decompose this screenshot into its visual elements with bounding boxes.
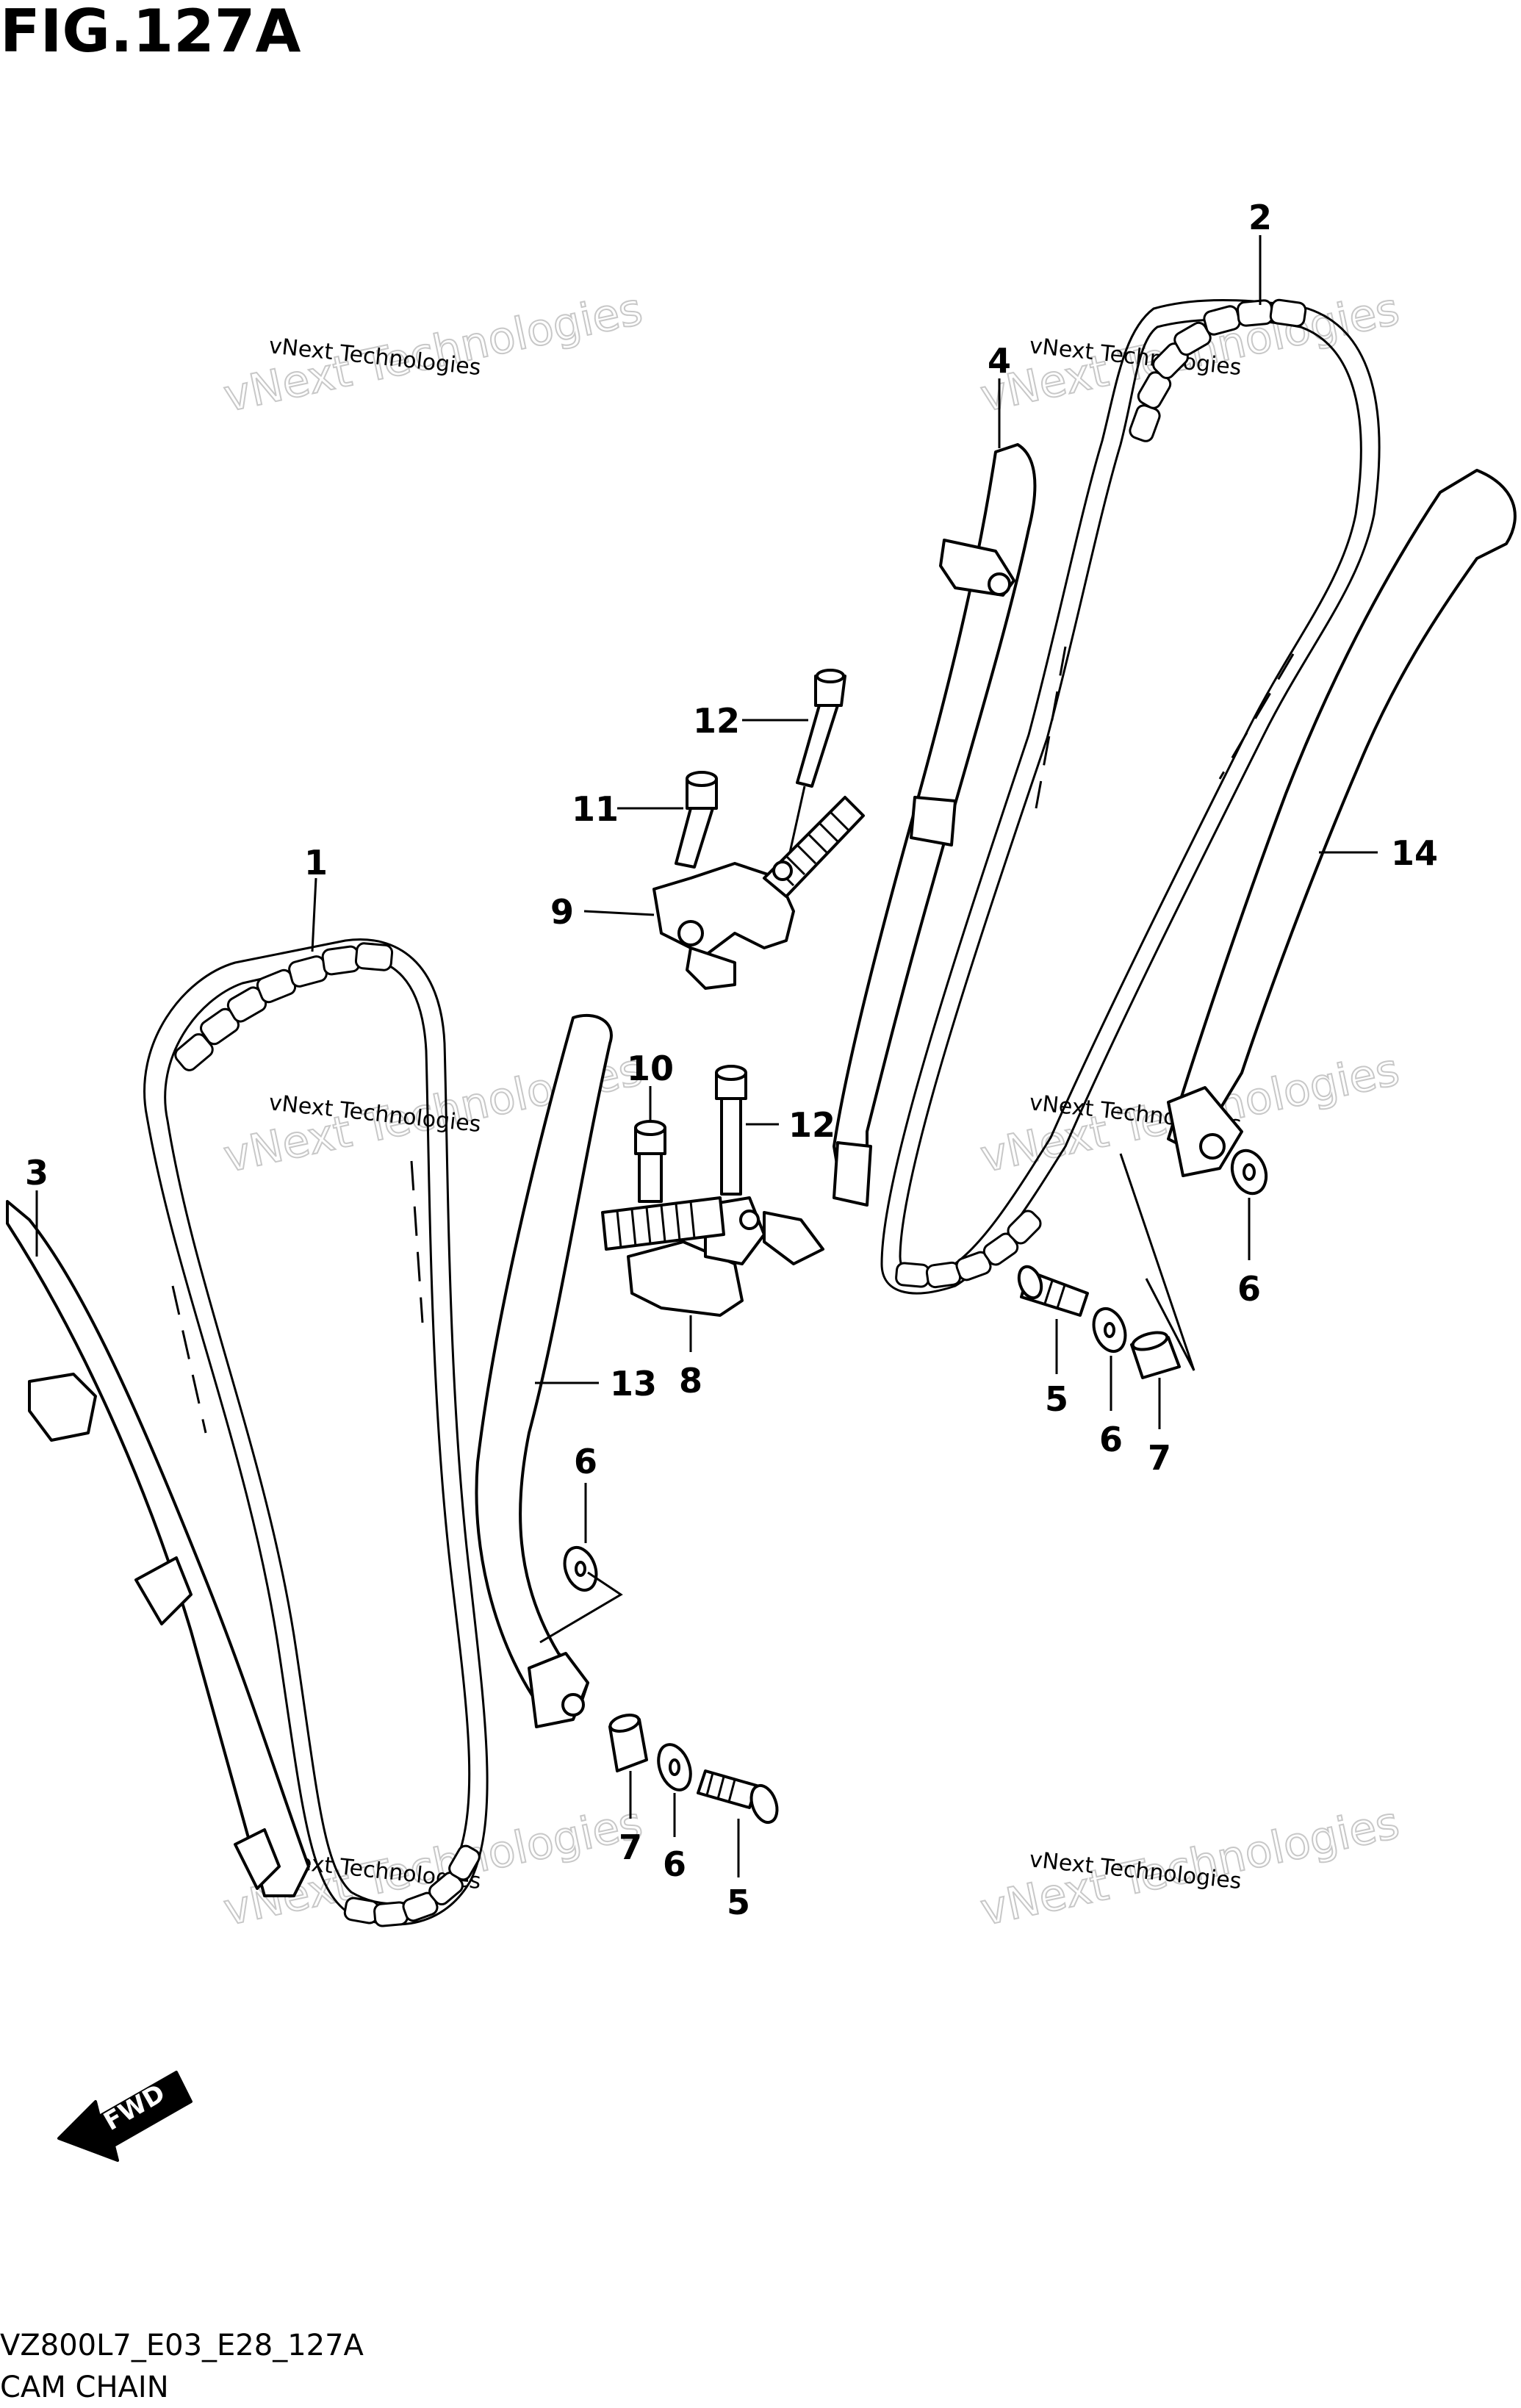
callout-6-right-upper: 6 [1237, 1269, 1261, 1309]
leader-1 [311, 877, 317, 952]
callout-14: 14 [1391, 833, 1438, 873]
tensioner-upper-spring [763, 796, 865, 898]
diagram-code: VZ800L7_E03_E28_127A [0, 2329, 364, 2362]
callout-4: 4 [988, 341, 1011, 381]
callout-3: 3 [25, 1153, 48, 1193]
callout-13: 13 [610, 1364, 657, 1404]
washer-6-left-upper [563, 1545, 598, 1592]
tensioner-guide-left [475, 1013, 613, 1728]
callout-6-left-upper: 6 [574, 1442, 597, 1481]
collar-7-left [608, 1714, 648, 1772]
washer-6-right-lower [1092, 1307, 1127, 1354]
callout-7-right: 7 [1148, 1438, 1171, 1478]
bolt-12-upper [788, 669, 846, 853]
diagram-name: CAM CHAIN [0, 2371, 169, 2404]
figure-title: FIG.127A [0, 0, 301, 65]
callout-10: 10 [627, 1049, 674, 1088]
callout-5-right: 5 [1045, 1379, 1068, 1419]
tensioner-lower [601, 1196, 824, 1317]
bolt-10 [634, 1120, 666, 1203]
fwd-arrow-icon: FWD [57, 2071, 193, 2162]
callouts: 1 2 3 4 5 5 6 6 6 6 7 7 8 [25, 198, 1438, 1922]
chain-guide-left [6, 1200, 310, 1897]
cam-chain-right [880, 298, 1381, 1295]
callout-8: 8 [679, 1361, 702, 1401]
watermark-bottom-right: vNext Technologies vNext Technologies [976, 1797, 1405, 1937]
leader-right-hardware [1119, 1153, 1195, 1371]
callout-7-left: 7 [619, 1827, 642, 1867]
callout-6-left-lower: 6 [663, 1844, 686, 1884]
chain-links-upper-left [174, 942, 394, 1071]
leader-9 [583, 910, 655, 916]
watermark-top-left: vNext Technologies vNext Technologies [219, 283, 648, 423]
washer-6-right-upper [1230, 1149, 1268, 1196]
tensioner-upper [652, 796, 865, 990]
callout-2: 2 [1248, 198, 1272, 237]
callout-1: 1 [304, 843, 328, 883]
callout-12-upper: 12 [693, 701, 740, 741]
tensioner-guide-right [1167, 469, 1517, 1177]
bolt-5-right [1017, 1265, 1089, 1317]
leader-washer-left [539, 1571, 623, 1644]
chain-links-lower-right [895, 1210, 1042, 1289]
washer-6-left-lower [657, 1743, 692, 1791]
callout-6-right-lower: 6 [1099, 1420, 1123, 1459]
callout-12-lower: 12 [788, 1105, 835, 1145]
callout-11: 11 [572, 789, 619, 829]
callout-9: 9 [550, 892, 574, 932]
bolt-5-left [697, 1769, 779, 1825]
collar-7-right [1130, 1331, 1181, 1379]
bolt-11 [675, 771, 718, 869]
bolt-12-lower [715, 1065, 747, 1196]
chain-links-lower-left [343, 1844, 481, 1927]
tensioner-lower-spring [601, 1196, 725, 1251]
chain-guide-right [833, 443, 1037, 1207]
callout-5-left: 5 [727, 1883, 750, 1922]
cam-chain-left [143, 938, 489, 1927]
chain-links-upper-right [1129, 298, 1307, 442]
